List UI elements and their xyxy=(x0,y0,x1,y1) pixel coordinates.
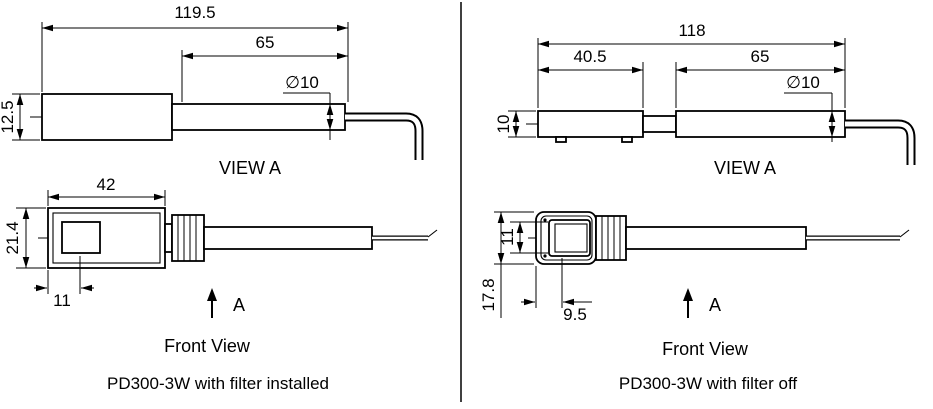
head-inner xyxy=(540,215,593,261)
view-direction-arrow: A xyxy=(683,288,721,318)
dim-head-width-label: 42 xyxy=(97,175,116,194)
dim-body-length: 40.5 xyxy=(538,47,644,108)
dim-body-height-label: 12.5 xyxy=(0,100,17,133)
dim-tube-diameter: ∅10 xyxy=(784,73,836,142)
dim-overall-length-label: 119.5 xyxy=(174,3,215,22)
cable-inner xyxy=(345,114,422,160)
dim-body-height-label: 10 xyxy=(494,115,513,134)
dim-aperture-offset: 11 xyxy=(34,256,94,310)
left-front-view: 42 21.4 11 A Front View xyxy=(3,175,438,356)
connector xyxy=(595,215,627,261)
aperture-outer xyxy=(548,219,591,257)
neck xyxy=(164,223,173,253)
right-view-a-label: VIEW A xyxy=(714,158,776,178)
dim-overall-length: 119.5 xyxy=(41,3,349,102)
dim-aperture-height-label: 11 xyxy=(498,228,517,246)
right-front-view: 11 17.8 9.5 A Front View xyxy=(479,211,910,359)
dim-body-height: 10 xyxy=(494,110,536,138)
view-direction-arrow: A xyxy=(207,288,245,318)
left-front-view-label: Front View xyxy=(164,336,251,356)
filter-aperture xyxy=(61,221,101,254)
dim-head-height: 21.4 xyxy=(3,207,46,269)
cable xyxy=(845,119,916,165)
dim-tube-length-label: 65 xyxy=(751,47,770,66)
sensor-tube xyxy=(171,103,346,131)
left-caption: PD300-3W with filter installed xyxy=(107,374,329,393)
wire-end-tick xyxy=(899,229,910,238)
sensor-body xyxy=(537,110,644,138)
dim-tube-length: 65 xyxy=(181,33,348,102)
sensor-tube xyxy=(675,110,846,138)
dim-body-length-label: 40.5 xyxy=(573,47,606,66)
right-caption: PD300-3W with filter off xyxy=(619,374,798,393)
cable-inner xyxy=(845,121,914,165)
connector xyxy=(171,214,205,262)
left-side-view: 119.5 65 12.5 ∅10 VIEW A xyxy=(0,3,424,178)
dim-head-width: 42 xyxy=(47,175,166,206)
tube xyxy=(203,226,373,250)
view-arrow-label: A xyxy=(233,295,245,315)
view-arrow-label: A xyxy=(709,295,721,315)
dim-tube-diameter-label: ∅10 xyxy=(786,73,820,92)
dim-aperture-height: 11 xyxy=(498,221,548,254)
aperture-inner xyxy=(554,223,588,253)
body-notch-right xyxy=(621,136,633,143)
dim-tube-diameter-label: ∅10 xyxy=(285,73,319,92)
right-side-view: 118 40.5 65 10 ∅10 VIEW A xyxy=(494,21,916,178)
connector xyxy=(642,115,677,133)
left-view-a-label: VIEW A xyxy=(219,158,281,178)
dim-body-height: 12.5 xyxy=(0,93,40,141)
dim-tube-diameter: ∅10 xyxy=(283,73,334,140)
dim-head-height: 17.8 xyxy=(479,211,534,318)
dim-aperture-offset: 9.5 xyxy=(521,258,592,324)
dim-head-height-label: 21.4 xyxy=(3,221,22,254)
dim-aperture-offset-label: 9.5 xyxy=(563,305,587,324)
dim-tube-length: 65 xyxy=(675,47,845,108)
dim-overall-length-label: 118 xyxy=(678,21,705,40)
screw-dot xyxy=(543,254,547,258)
cable xyxy=(345,112,424,160)
dim-aperture-offset-label: 11 xyxy=(53,291,71,310)
right-front-view-label: Front View xyxy=(662,339,749,359)
dim-tube-length-label: 65 xyxy=(256,33,275,52)
dim-head-height-label: 17.8 xyxy=(479,278,498,311)
screw-dot xyxy=(543,218,547,222)
sensor-body xyxy=(41,93,173,141)
head-inner xyxy=(52,212,161,264)
tube xyxy=(625,226,807,250)
body-notch-left xyxy=(555,136,567,143)
wire-end-tick xyxy=(427,229,438,238)
